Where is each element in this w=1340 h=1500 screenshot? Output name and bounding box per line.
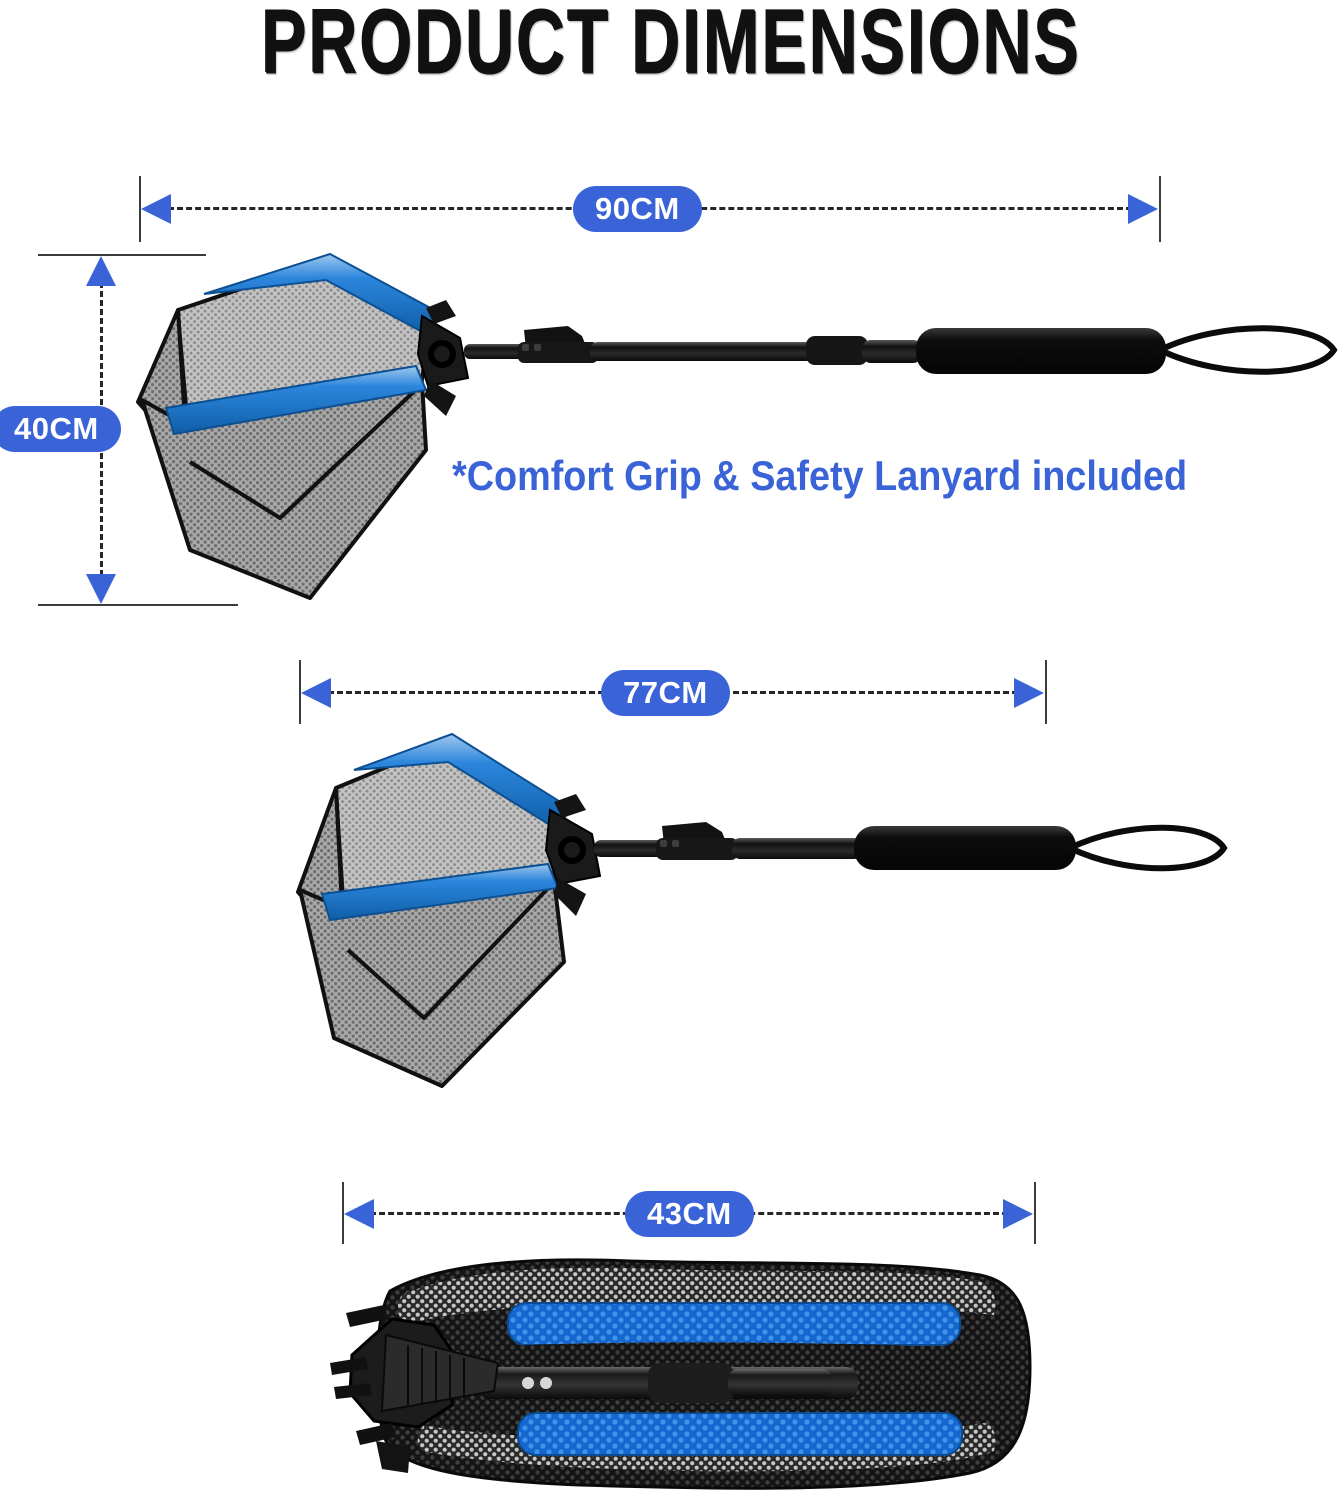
dim-extension-left-90 xyxy=(139,176,141,242)
page-title-bar: PRODUCT DIMENSIONS xyxy=(0,0,1340,86)
dim-label-40cm: 40CM xyxy=(0,406,121,452)
dim-extension-right-43 xyxy=(1034,1182,1036,1244)
dim-arrow-right-90 xyxy=(1128,194,1158,224)
dim-arrow-bottom-40 xyxy=(86,574,116,604)
dim-arrow-left-77 xyxy=(301,678,331,708)
dim-arrow-left-43 xyxy=(344,1199,374,1229)
product-image-folded-net xyxy=(330,1245,1050,1500)
dim-extension-right-90 xyxy=(1159,176,1161,242)
dim-label-43cm: 43CM xyxy=(625,1191,754,1237)
dim-extension-left-77 xyxy=(299,660,301,724)
product-image-extended-net xyxy=(130,250,1340,610)
product-image-retracted-net xyxy=(292,730,1252,1100)
page-title: PRODUCT DIMENSIONS xyxy=(260,0,1080,92)
dim-arrow-right-77 xyxy=(1014,678,1044,708)
dim-arrow-right-43 xyxy=(1003,1199,1033,1229)
comfort-grip-note: *Comfort Grip & Safety Lanyard included xyxy=(452,452,1188,499)
dim-arrow-top-40 xyxy=(86,256,116,286)
dim-extension-top-40 xyxy=(38,254,206,256)
dim-extension-right-77 xyxy=(1045,660,1047,724)
dim-label-90cm: 90CM xyxy=(573,186,702,232)
dim-extension-bottom-40 xyxy=(38,604,238,606)
dim-arrow-left-90 xyxy=(141,194,171,224)
dim-label-77cm: 77CM xyxy=(601,670,730,716)
dim-extension-left-43 xyxy=(342,1182,344,1244)
